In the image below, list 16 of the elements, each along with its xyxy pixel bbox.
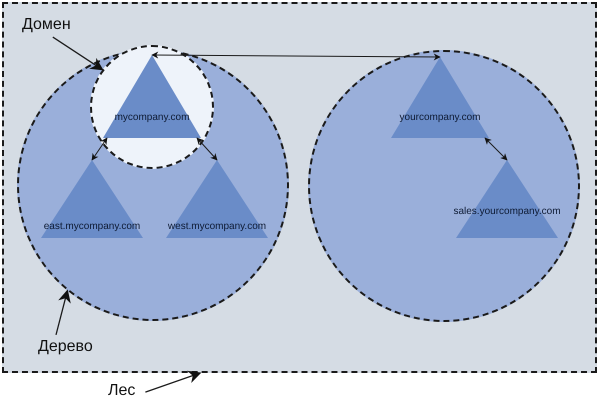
domain-name: west.mycompany.com [168,221,266,233]
trust-arrow [484,138,508,160]
leader-arrow [145,370,202,393]
domain-name: sales.yourcompany.com [453,206,561,218]
callout-label: Домен [22,16,71,33]
trust-arrow [92,137,108,161]
callout-label: Дерево [38,338,93,355]
domain-name: east.mycompany.com [44,221,140,233]
leader-arrow [55,289,71,336]
leader-arrow [52,36,104,70]
domain-name: mycompany.com [114,112,190,124]
domain-name: yourcompany.com [400,112,480,124]
trust-arrow [151,52,441,60]
trust-arrow [196,137,218,161]
callout-label: Лес [108,382,136,399]
forest-boundary [2,2,597,373]
